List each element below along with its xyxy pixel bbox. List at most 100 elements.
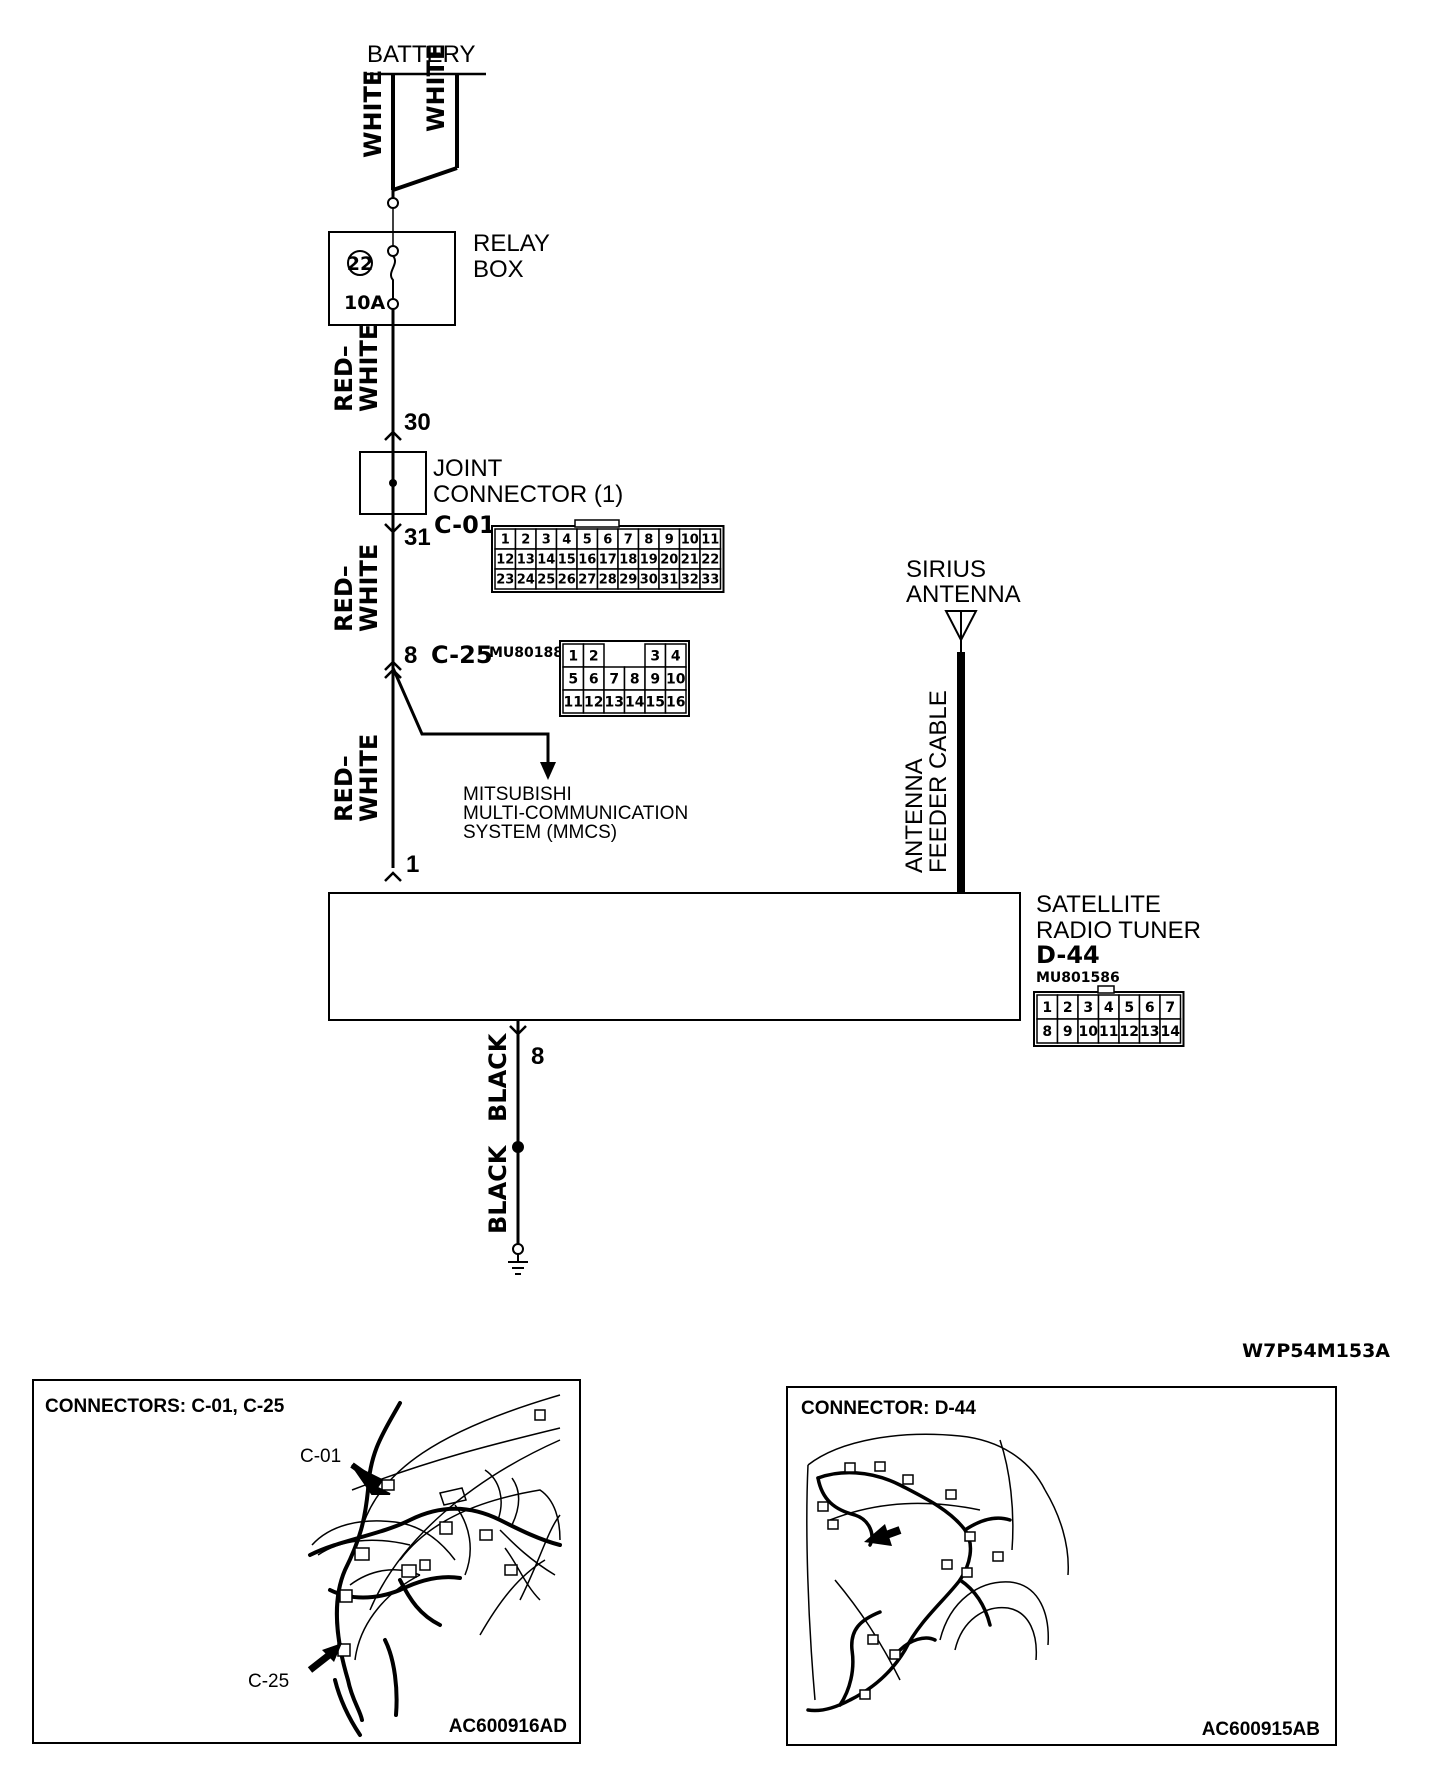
connector-id-d44: D-44 <box>1036 941 1100 969</box>
pin-label: 31 <box>660 573 678 588</box>
wire-label-red-white: RED– <box>330 565 358 632</box>
fuse-terminal-icon <box>387 298 399 310</box>
pin-label: 30 <box>640 573 658 588</box>
pin-label: 29 <box>619 573 637 588</box>
pin-label: 8 <box>1042 1024 1052 1040</box>
pin-label: 12 <box>1120 1024 1139 1040</box>
connector-cavity <box>664 689 687 714</box>
relay-box: 22 10A RELAY BOX <box>328 190 550 326</box>
connector-pin-symbol-icon <box>384 430 402 441</box>
battery-label: BATTERY <box>367 41 475 68</box>
wire-label-red-white: RED– <box>330 345 358 412</box>
wire-label-red-white: RED– <box>330 755 358 822</box>
wire-label-red-white: WHITE <box>355 734 383 822</box>
relay-box-label: BOX <box>473 256 524 283</box>
connector-location-panel-c01-c25: CONNECTORS: C-01, C-25 <box>32 1379 581 1744</box>
pin-label: 14 <box>625 695 645 711</box>
arrow-icon <box>322 1643 342 1662</box>
joint-connector-label: JOINT <box>433 455 503 482</box>
sirius-antenna: SIRIUS ANTENNA ANTENNA FEEDER CABLE <box>901 556 1021 893</box>
power-wire: RED– WHITE RED– WHITE RED– WHITE <box>330 309 395 868</box>
callout-c25: C-25 <box>248 1671 289 1692</box>
pin-label: 2 <box>589 649 599 665</box>
pin-number-8: 8 <box>404 642 417 669</box>
pin-label: 9 <box>665 533 674 548</box>
pin-label: 9 <box>1063 1024 1073 1040</box>
ground-terminal-icon <box>512 1243 524 1255</box>
pin-label: 5 <box>568 672 578 688</box>
antenna-label: SIRIUS <box>906 556 986 583</box>
pin-label: 6 <box>589 672 599 688</box>
panel-title: CONNECTORS: C-01, C-25 <box>45 1396 285 1417</box>
pin-label: 11 <box>701 533 719 548</box>
wire-harness-illustration <box>806 1470 1012 1713</box>
pin-label: 13 <box>517 553 535 568</box>
pin-label: 15 <box>646 695 665 711</box>
callout-c01: C-01 <box>300 1446 341 1467</box>
wire-label-black: BLACK <box>484 1032 512 1122</box>
pin-label: 28 <box>599 573 617 588</box>
joint-connector-label: CONNECTOR (1) <box>433 481 623 508</box>
pin-label: 1 <box>1042 1000 1052 1016</box>
pin-label: 13 <box>1140 1024 1159 1040</box>
figure-code: W7P54M153A <box>1242 1340 1390 1362</box>
pin-label: 18 <box>619 553 637 568</box>
splice-point-icon <box>389 479 397 487</box>
pin-label: 7 <box>1165 1000 1175 1016</box>
part-number-c25: MU801885 <box>489 645 573 661</box>
arrow-down-icon <box>540 762 556 780</box>
pin-label: 11 <box>1099 1024 1118 1040</box>
pin-label: 4 <box>562 533 571 548</box>
pin-label: 12 <box>584 695 603 711</box>
fuse-rating: 10A <box>344 292 385 314</box>
wire-label-black: BLACK <box>484 1144 512 1234</box>
pin-label: 20 <box>660 553 678 568</box>
pin-label: 14 <box>1161 1024 1181 1040</box>
mmcs-label: MULTI-COMMUNICATION <box>463 803 688 824</box>
splice-point-icon <box>512 1141 524 1153</box>
pin-label: 5 <box>1124 1000 1134 1016</box>
part-number-d44: MU801586 <box>1036 970 1120 986</box>
pin-label: 16 <box>578 553 596 568</box>
ground-circuit: 8 BLACK BLACK <box>484 1020 544 1275</box>
panel-title: CONNECTOR: D-44 <box>801 1398 976 1419</box>
feeder-cable-label: ANTENNA <box>901 758 928 873</box>
wire-label-white-right: WHITE <box>422 44 450 132</box>
tuner-label: SATELLITE <box>1036 891 1161 918</box>
pin-label: 10 <box>666 672 686 688</box>
pin-label: 24 <box>517 573 535 588</box>
fuse-number: 22 <box>347 253 373 275</box>
fuse-terminal-icon <box>387 245 399 257</box>
vehicle-rear-illustration <box>806 1433 1069 1701</box>
pin-label: 10 <box>1079 1024 1099 1040</box>
connector-plug-illustration <box>337 1409 546 1657</box>
pin-label: 11 <box>564 695 583 711</box>
pin-label: 16 <box>666 695 685 711</box>
pin-label: 27 <box>578 573 596 588</box>
ground-icon <box>508 1254 528 1275</box>
pin-label: 3 <box>650 649 660 665</box>
connector-pin-symbol-icon <box>384 523 402 534</box>
fuse-icon <box>390 255 396 299</box>
pin-label: 21 <box>681 553 699 568</box>
fuse-terminal-icon <box>387 197 399 209</box>
connector-plug-illustration <box>817 1461 1004 1700</box>
pin-label: 23 <box>496 573 514 588</box>
pin-label: 26 <box>558 573 576 588</box>
pin-label: 3 <box>542 533 551 548</box>
panel-code: AC600915AB <box>1202 1719 1320 1740</box>
pin-label: 9 <box>650 672 660 688</box>
connector-cavity <box>1159 1018 1182 1044</box>
antenna-label: ANTENNA <box>906 581 1021 608</box>
connector-key <box>574 519 620 528</box>
pin-label: 8 <box>644 533 653 548</box>
mmcs-label: MITSUBISHI <box>463 784 572 805</box>
pin-number-8: 8 <box>531 1043 544 1070</box>
pin-number-30: 30 <box>404 409 431 436</box>
pin-label: 10 <box>681 533 699 548</box>
